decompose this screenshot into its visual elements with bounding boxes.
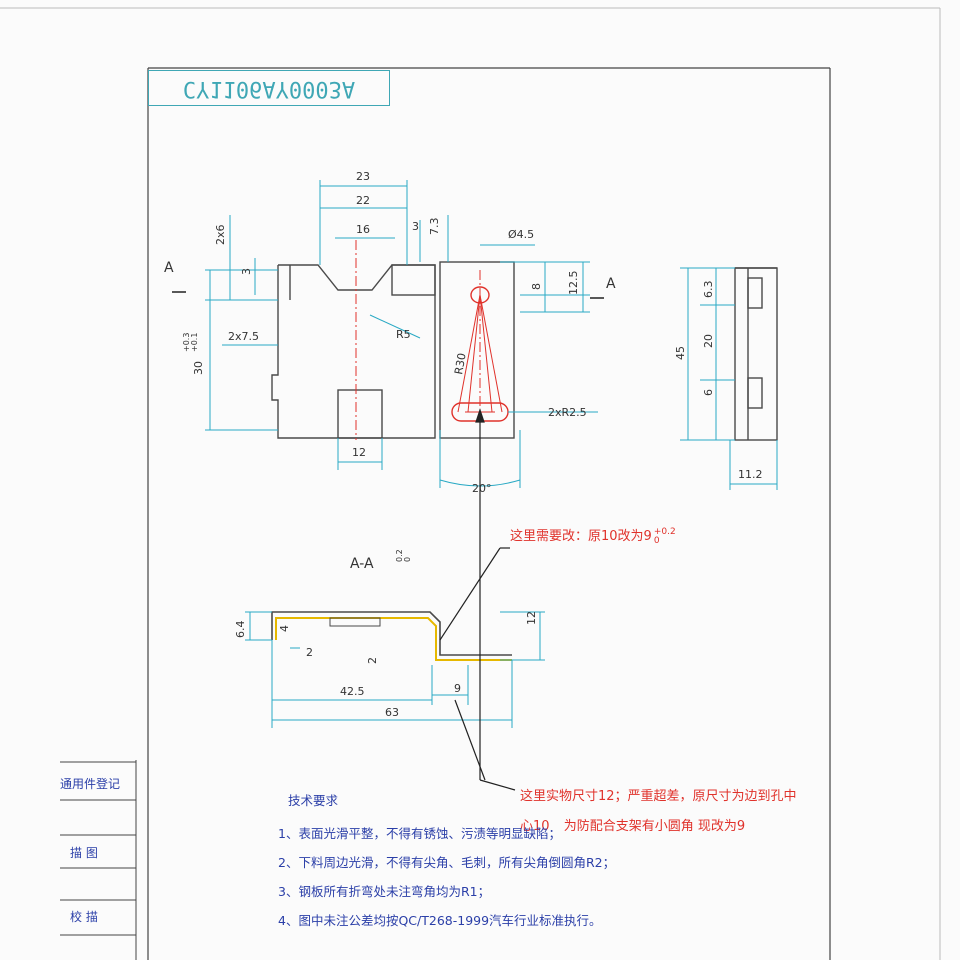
sec-63: 63 bbox=[385, 706, 399, 719]
annotation-1-text: 这里需要改：原10改为9 bbox=[510, 529, 652, 544]
annotation-2-line2b: 为防配合支架有小圆角 现改为9 bbox=[563, 819, 746, 834]
side-view-dims bbox=[680, 267, 778, 490]
tech-item-4: 4、图中未注公差均按QC/T268-1999汽车行业标准执行。 bbox=[278, 913, 602, 928]
sec-4: 4 bbox=[278, 625, 291, 632]
section-aa bbox=[271, 611, 512, 661]
dim-23: 23 bbox=[356, 170, 370, 183]
side-view bbox=[734, 267, 778, 441]
dim-2x6: 2x6 bbox=[214, 224, 227, 245]
dim-2xr25: 2xR2.5 bbox=[548, 406, 587, 419]
dim-12: 12 bbox=[352, 446, 366, 459]
dim-20deg: 20° bbox=[472, 482, 492, 495]
tech-item-2: 2、下料周边光滑，不得有尖角、毛刺，所有尖角倒圆角R2； bbox=[278, 855, 616, 870]
dim-phi45: Ø4.5 bbox=[508, 228, 534, 241]
section-tol-bottom: 0 bbox=[403, 557, 412, 562]
annotation-2-line1: 这里实物尺寸12；严重超差，原尺寸为边到孔中 bbox=[520, 789, 797, 804]
sec-12: 12 bbox=[525, 611, 538, 625]
sec-425: 42.5 bbox=[340, 685, 365, 698]
dim-112: 11.2 bbox=[738, 468, 763, 481]
dim-8: 8 bbox=[530, 283, 543, 290]
section-marker-right: A bbox=[606, 276, 616, 292]
tech-item-1: 1、表面光滑平整，不得有锈蚀、污渍等明显缺陷； bbox=[278, 826, 561, 841]
dim-6: 6 bbox=[702, 389, 715, 396]
section-tol-top: 0.2 bbox=[395, 549, 404, 562]
front-notch-right bbox=[391, 264, 436, 296]
dim-30-tol-top: +0.3 bbox=[182, 333, 191, 352]
side-row-1: 通用件登记 bbox=[60, 777, 121, 791]
leader-lines bbox=[439, 408, 516, 791]
dim-45: 45 bbox=[674, 346, 687, 360]
dim-r5: R5 bbox=[396, 328, 411, 341]
dim-125: 12.5 bbox=[567, 271, 580, 296]
annotation-2-line2a: 心10 bbox=[520, 819, 550, 834]
sec-64: 6.4 bbox=[234, 621, 247, 639]
dim-2x75: 2x7.5 bbox=[228, 330, 259, 343]
dim-r30: R30 bbox=[452, 352, 469, 376]
dim-63: 6.3 bbox=[702, 281, 715, 299]
front-outline-left bbox=[271, 264, 436, 439]
tech-item-3: 3、钢板所有折弯处未注弯角均为R1； bbox=[278, 884, 491, 899]
section-cut-marks bbox=[172, 291, 604, 299]
dim-22: 22 bbox=[356, 194, 370, 207]
front-right-plate bbox=[439, 261, 515, 439]
dim-30-tol-bottom: +0.1 bbox=[190, 333, 199, 352]
side-row-3: 校 描 bbox=[70, 910, 98, 924]
dim-3b: 3 bbox=[240, 268, 253, 275]
section-marker-left: A bbox=[164, 260, 174, 276]
side-row-2: 描 图 bbox=[70, 846, 98, 860]
front-slot-bottom bbox=[337, 389, 383, 439]
dim-30: 30 bbox=[192, 361, 205, 375]
technical-requirements: 技术要求 1、表面光滑平整，不得有锈蚀、污渍等明显缺陷； 2、下料周边光滑，不得… bbox=[278, 790, 615, 939]
annotation-1-tol-bottom: 0 bbox=[653, 535, 660, 546]
annotation-1-tol-top: +0.2 bbox=[653, 526, 676, 537]
tech-heading: 技术要求 bbox=[288, 793, 339, 808]
annotation-2-line2: 心10 为防配合支架有小圆角 现改为9 bbox=[520, 815, 745, 834]
sec-2b: 2 bbox=[366, 657, 379, 664]
dim-73: 7.3 bbox=[428, 218, 441, 236]
dim-20: 20 bbox=[702, 334, 715, 348]
drawing-number: CY1106AY0003A bbox=[148, 70, 390, 106]
sec-9: 9 bbox=[454, 682, 461, 695]
side-title-table bbox=[60, 761, 136, 936]
dim-3: 3 bbox=[412, 220, 419, 233]
sec-2: 2 bbox=[306, 646, 313, 659]
section-title: A-A bbox=[350, 556, 374, 572]
dim-16: 16 bbox=[356, 223, 370, 236]
centerlines bbox=[355, 240, 503, 440]
section-aa-dims bbox=[245, 611, 545, 728]
